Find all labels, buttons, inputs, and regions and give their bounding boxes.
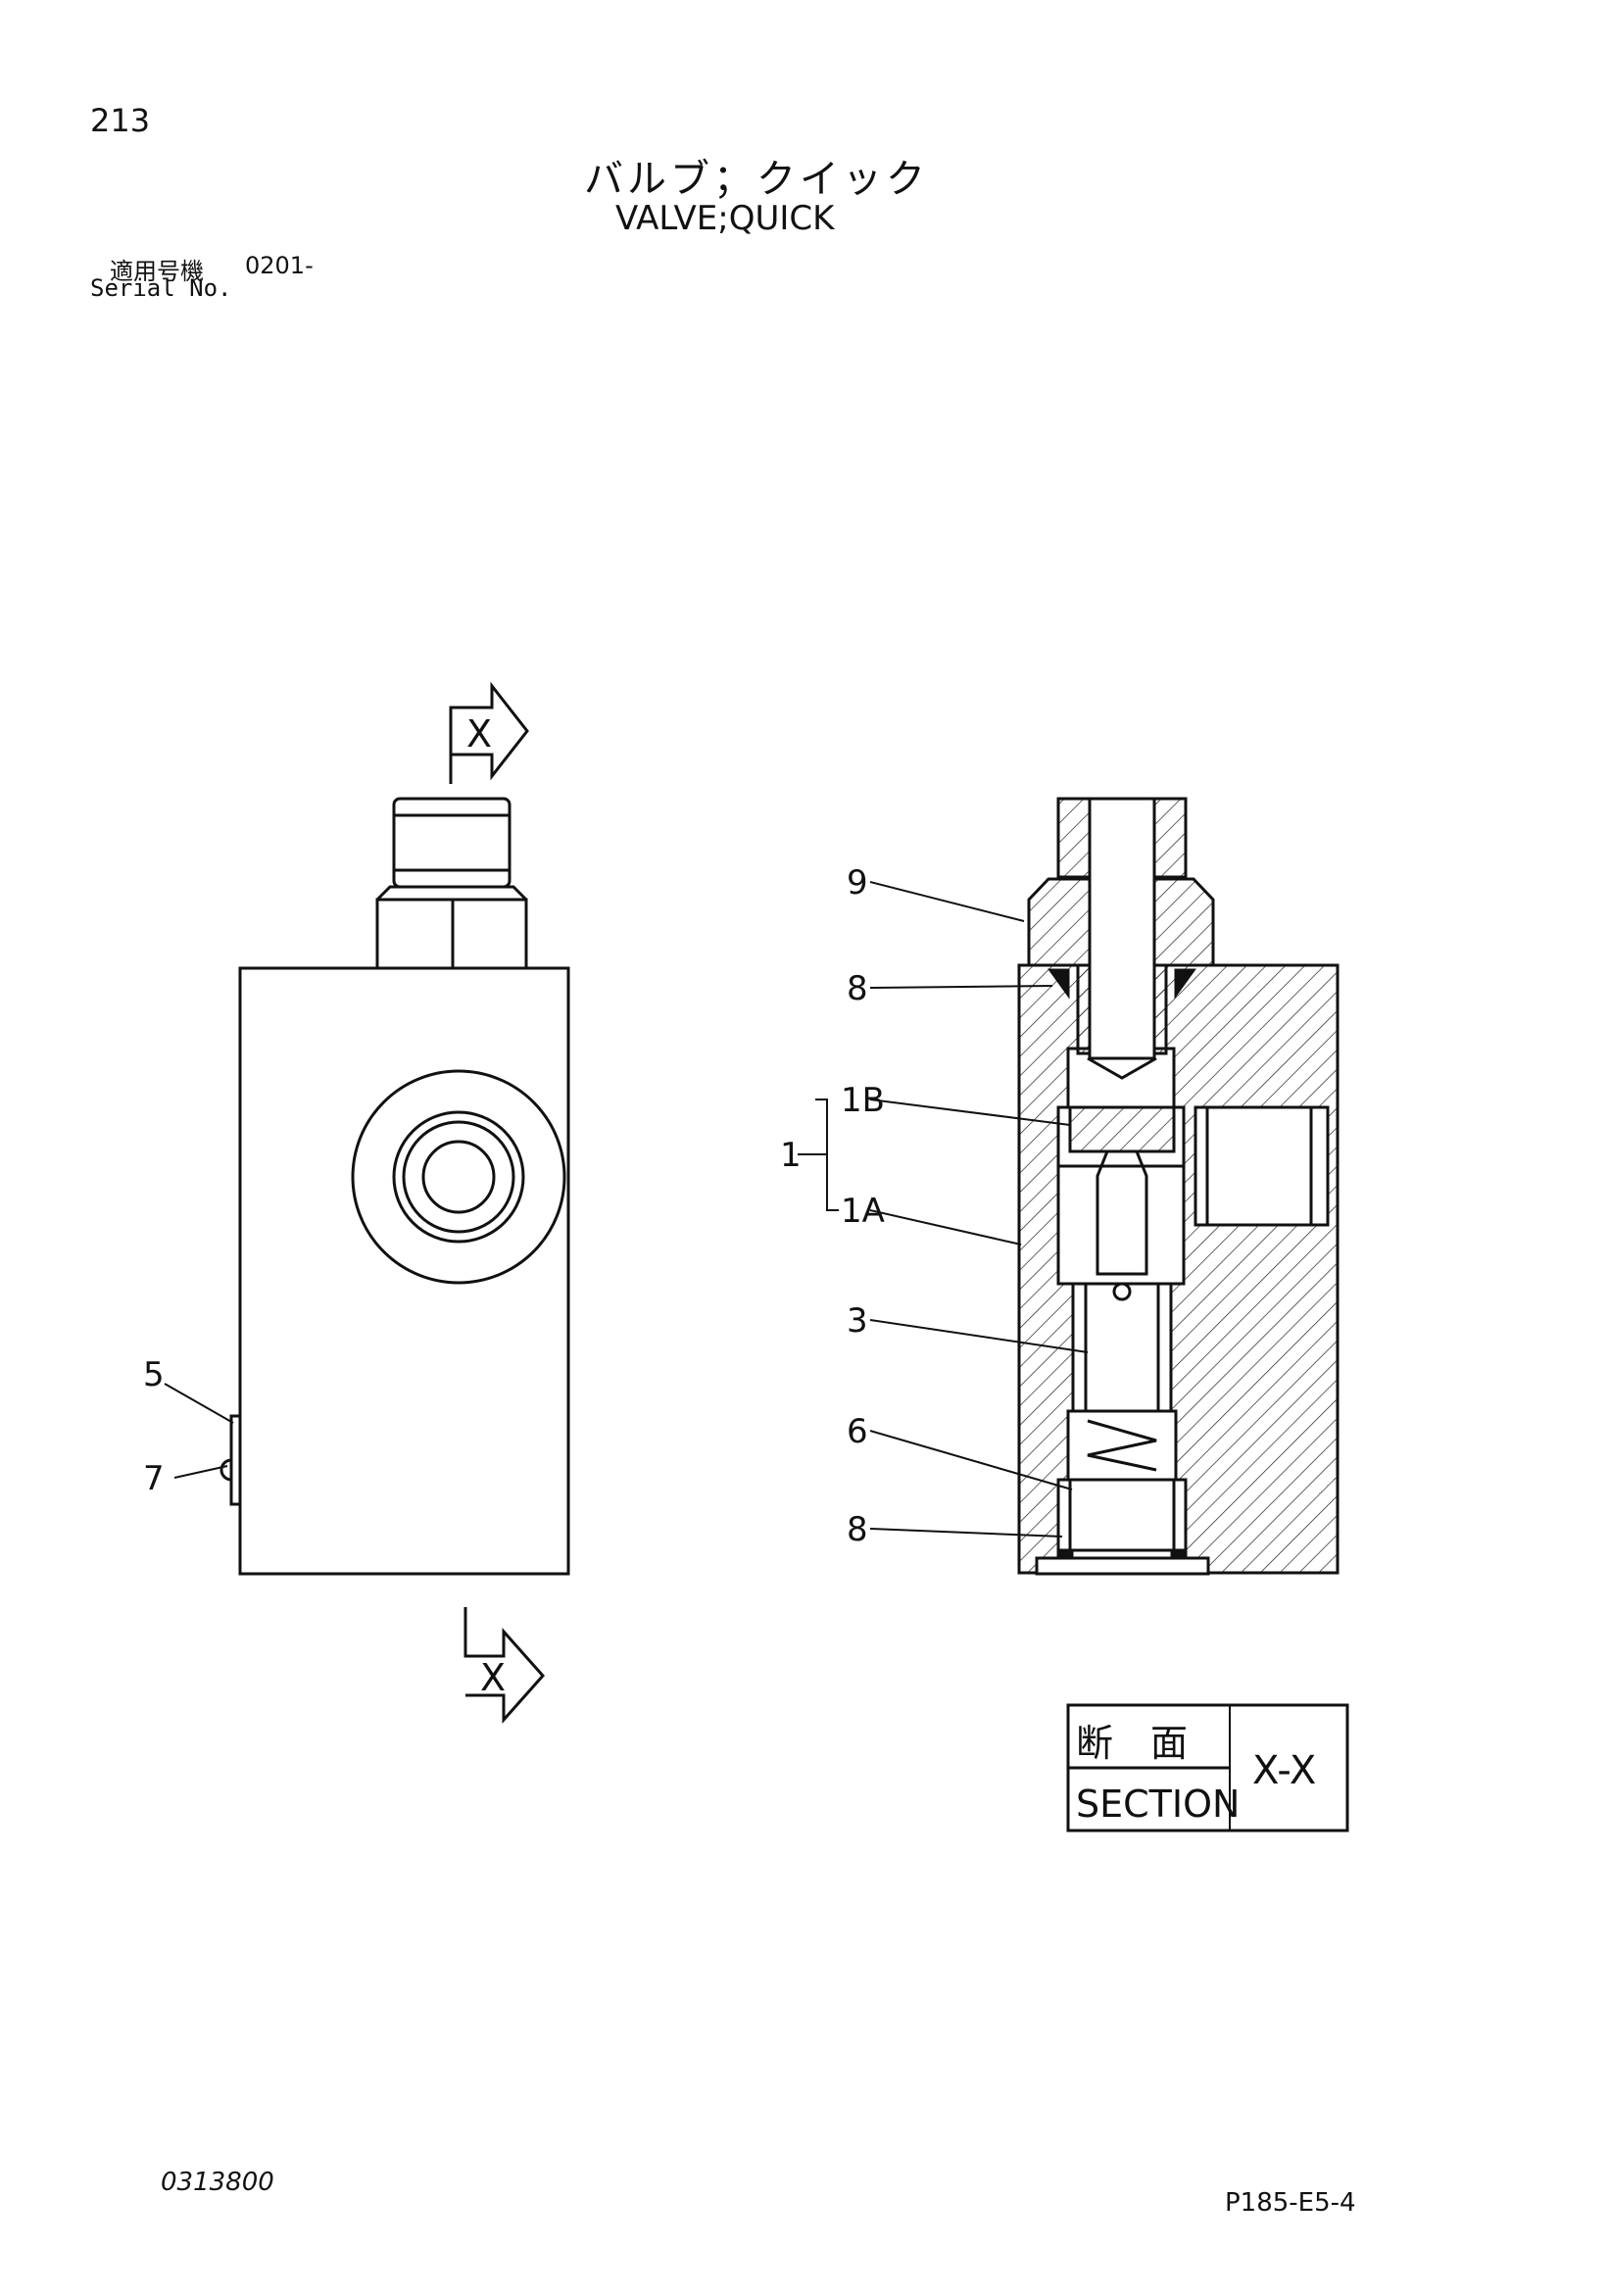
callout-6: 6 [847, 1412, 868, 1451]
callout-1: 1 [780, 1136, 802, 1175]
callout-9: 9 [847, 863, 868, 903]
external-view: X X [219, 681, 570, 1724]
port-bore [421, 1140, 496, 1214]
valve-body-external [238, 966, 570, 1576]
document-code: 0313800 [161, 2168, 274, 2197]
stem-1a [1096, 1149, 1148, 1276]
callout-1b: 1B [841, 1081, 885, 1120]
serial-value: 0201- [245, 252, 314, 279]
plug-6 [1068, 1478, 1176, 1552]
page-code: P185-E5-4 [1225, 2188, 1356, 2218]
port-outer-ring [351, 1069, 566, 1285]
serial-label-english: Serial No. [90, 274, 232, 302]
fitting-bore [1088, 797, 1156, 1060]
section-marker-bottom-label: X [480, 1656, 506, 1699]
section-label-en: SECTION [1076, 1783, 1240, 1826]
serial-label-japanese: 適用号機 [110, 258, 204, 285]
callout-1a: 1A [841, 1192, 885, 1231]
callout-7: 7 [143, 1459, 165, 1498]
callout-3: 3 [847, 1301, 868, 1341]
callout-8-top: 8 [847, 969, 868, 1008]
port-ring [392, 1110, 525, 1244]
title-english: VALVE;QUICK [615, 199, 835, 238]
seal-top-left [1048, 968, 1070, 1000]
section-view [1017, 797, 1340, 1576]
section-name: X-X [1252, 1748, 1316, 1793]
section-marker-bottom: X [463, 1607, 546, 1724]
callout-5: 5 [143, 1355, 165, 1394]
seal-top-right [1174, 968, 1196, 1000]
page-number: 213 [90, 102, 151, 139]
section-marker-top-label: X [466, 712, 492, 756]
section-marker-top: X [449, 681, 529, 784]
section-label-jp: 断 面 [1076, 1722, 1188, 1765]
poppet-1b [1068, 1105, 1176, 1153]
title-japanese: バルブ；クイック [584, 157, 929, 202]
callout-8-bottom: 8 [847, 1510, 868, 1549]
plug-cap [392, 797, 512, 889]
section-label-box: 断 面 SECTION X-X [1066, 1703, 1349, 1832]
